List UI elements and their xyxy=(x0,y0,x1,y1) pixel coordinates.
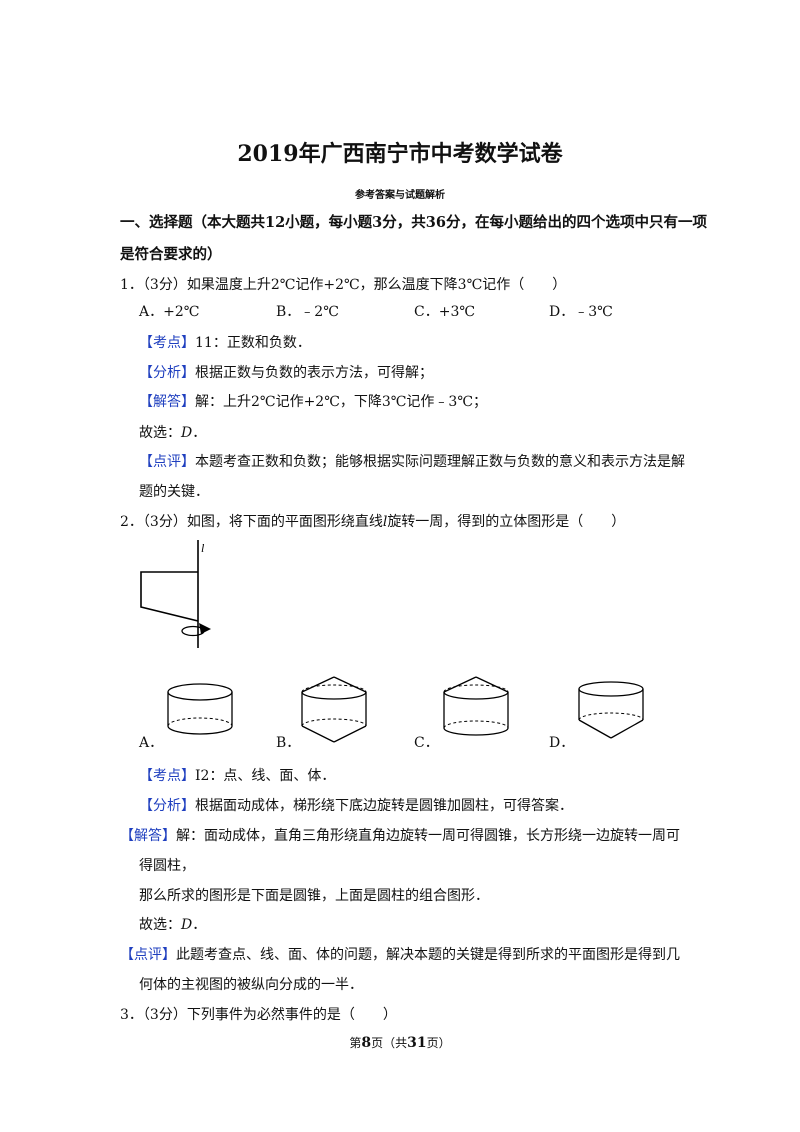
arrowhead-icon xyxy=(199,623,211,634)
q2-kaodian: 【考点】I2：点、线、面、体． xyxy=(139,766,335,786)
q2-jieda-line2: 得圆柱， xyxy=(139,858,195,874)
q1-answer-suffix: ． xyxy=(192,425,207,441)
footer-prefix: 第 xyxy=(349,1036,362,1050)
q2-jieda-text: 解：面动成体，直角三角形绕直角边旋转一周可得圆锥，长方形绕一边旋转一周可 xyxy=(176,828,680,844)
q1-jieda-text: 解：上升2℃记作+2℃，下降3℃记作﹣3℃； xyxy=(195,394,488,410)
q1-kaodian: 【考点】11：正数和负数． xyxy=(139,333,311,353)
axis-label-l: l xyxy=(201,541,205,555)
q1-kaodian-tag: 【考点】 xyxy=(139,335,195,351)
footer-total-pages: 31 xyxy=(407,1035,427,1051)
q1-fenxi-text: 根据正数与负数的表示方法，可得解； xyxy=(195,365,433,381)
footer-suffix: 页） xyxy=(426,1036,451,1050)
q2-jieda-line3: 那么所求的图形是下面是圆锥，上面是圆柱的组合图形． xyxy=(139,888,489,904)
q2-answer: 故选：D． xyxy=(139,915,206,935)
q1-option-a: A．+2℃ xyxy=(139,304,200,320)
q2-stem: 2．（3分）如图，将下面的平面图形绕直线l旋转一周，得到的立体图形是（ ） xyxy=(120,512,625,532)
q3-stem: 3．（3分）下列事件为必然事件的是（ ） xyxy=(120,1007,397,1023)
q2-option-b: B． xyxy=(276,735,301,751)
q1-dianping-text: 本题考查正数和负数；能够根据实际问题理解正数与负数的意义和表示方法是解 xyxy=(195,454,685,470)
q2-option-c: C． xyxy=(414,735,439,751)
q1-option-c: C．+3℃ xyxy=(414,304,476,320)
q2-option-d: D． xyxy=(549,735,575,751)
rotation-figure: l xyxy=(140,540,211,648)
section-heading-line2: 是符合要求的） xyxy=(120,246,222,263)
q1-option-d: D．﹣3℃ xyxy=(549,304,613,320)
q2-dianping: 【点评】此题考查点、线、面、体的问题，解决本题的关键是得到所求的平面图形是得到几 xyxy=(120,945,680,965)
q2-dianping-tag: 【点评】 xyxy=(120,947,176,963)
q1-kaodian-text: 11：正数和负数． xyxy=(195,335,311,351)
q2-kaodian-text: I2：点、线、面、体． xyxy=(195,768,336,784)
q1-stem: 1．（3分）如果温度上升2℃记作+2℃，那么温度下降3℃记作（ ） xyxy=(120,277,567,293)
q1-dianping-tag: 【点评】 xyxy=(139,454,195,470)
q2-stem-after: 旋转一周，得到的立体图形是（ ） xyxy=(387,514,626,530)
q1-answer-prefix: 故选： xyxy=(139,425,181,441)
option-b-double-cone-cylinder-icon xyxy=(301,676,367,743)
document-subtitle: 参考答案与试题解析 xyxy=(355,190,445,201)
q1-option-b: B．﹣2℃ xyxy=(276,304,339,320)
q2-stem-before: 2．（3分）如图，将下面的平面图形绕直线 xyxy=(120,514,383,530)
q2-stem-var: l xyxy=(382,514,388,530)
option-c-cone-on-cylinder-icon xyxy=(443,676,509,736)
footer-middle: 页（共 xyxy=(371,1036,408,1050)
document-title: 2019年广西南宁市中考数学试卷 xyxy=(237,141,563,167)
q2-fenxi: 【分析】根据面动成体，梯形绕下底边旋转是圆锥加圆柱，可得答案． xyxy=(139,796,573,816)
q2-dianping-line2: 何体的主视图的被纵向分成的一半． xyxy=(139,977,363,993)
q2-option-a: A． xyxy=(139,735,164,751)
q1-fenxi: 【分析】根据正数与负数的表示方法，可得解； xyxy=(139,363,433,383)
q1-answer-letter: D xyxy=(181,425,193,441)
q1-dianping-line2: 题的关键． xyxy=(139,484,209,500)
option-d-cylinder-on-cone-icon xyxy=(578,681,644,739)
q2-answer-prefix: 故选： xyxy=(139,917,181,933)
q1-answer: 故选：D． xyxy=(139,423,206,443)
q1-jieda-tag: 【解答】 xyxy=(139,394,195,410)
q2-fenxi-tag: 【分析】 xyxy=(139,798,195,814)
q2-fenxi-text: 根据面动成体，梯形绕下底边旋转是圆锥加圆柱，可得答案． xyxy=(195,798,573,814)
option-a-cylinder-icon xyxy=(167,683,233,735)
q2-dianping-text: 此题考查点、线、面、体的问题，解决本题的关键是得到所求的平面图形是得到几 xyxy=(176,947,680,963)
q1-jieda: 【解答】解：上升2℃记作+2℃，下降3℃记作﹣3℃； xyxy=(139,392,487,412)
footer-page-number: 8 xyxy=(361,1035,372,1051)
q1-dianping: 【点评】本题考查正数和负数；能够根据实际问题理解正数与负数的意义和表示方法是解 xyxy=(139,452,685,472)
q2-kaodian-tag: 【考点】 xyxy=(139,768,195,784)
section-heading-line1: 一、选择题（本大题共12小题，每小题3分，共36分，在每小题给出的四个选项中只有… xyxy=(120,214,707,231)
page-footer: 第8页（共31页） xyxy=(0,1034,800,1051)
q2-jieda: 【解答】解：面动成体，直角三角形绕直角边旋转一周可得圆锥，长方形绕一边旋转一周可 xyxy=(120,826,680,846)
q2-answer-letter: D xyxy=(181,917,193,933)
trapezoid-shape xyxy=(140,571,199,622)
q2-answer-suffix: ． xyxy=(192,917,207,933)
q2-jieda-tag: 【解答】 xyxy=(120,828,176,844)
q1-fenxi-tag: 【分析】 xyxy=(139,365,195,381)
